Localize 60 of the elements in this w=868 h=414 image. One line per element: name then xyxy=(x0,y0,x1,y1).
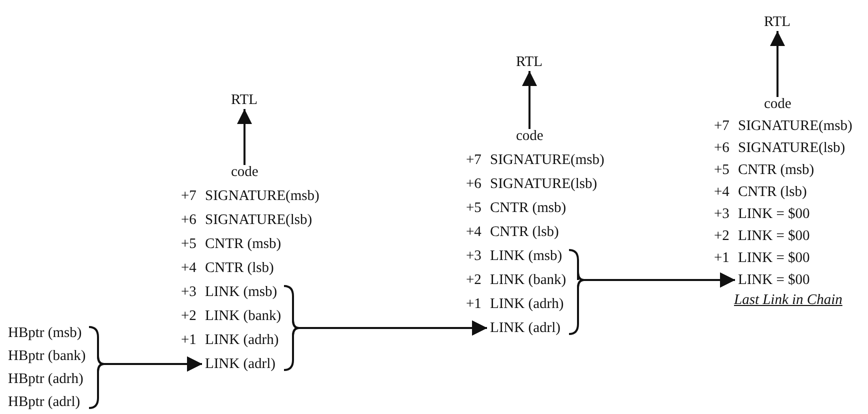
field-name: HBptr (msb) xyxy=(8,325,82,341)
field-name: CNTR (lsb) xyxy=(490,224,559,240)
offset-label: +2 xyxy=(181,307,198,325)
offset-label: +3 xyxy=(181,283,198,301)
offset-label: +5 xyxy=(181,235,198,253)
text-label: HBptr (adrh) xyxy=(8,371,84,387)
field-name: LINK (adrh) xyxy=(205,332,279,348)
text-label: code xyxy=(764,96,792,112)
field-name: LINK = $00 xyxy=(738,250,810,266)
field-name: LINK = $00 xyxy=(738,228,810,244)
text-label: RTL xyxy=(764,14,791,30)
arrow xyxy=(284,320,487,371)
offset-label: +2 xyxy=(714,227,730,245)
field-name: SIGNATURE(lsb) xyxy=(490,176,598,192)
offset-label: +4 xyxy=(714,183,730,201)
text-label: code xyxy=(231,164,258,180)
offset-label: +6 xyxy=(181,211,198,229)
field-name: SIGNATURE(msb) xyxy=(490,152,604,168)
field-name: LINK (adrh) xyxy=(490,296,564,312)
field-name: LINK = $00 xyxy=(738,206,810,222)
text-label: RTL xyxy=(516,54,543,70)
offset-label: +6 xyxy=(466,175,482,193)
offset-label: +4 xyxy=(466,223,482,241)
field-name: SIGNATURE(lsb) xyxy=(205,212,312,228)
text-label: HBptr (bank) xyxy=(8,348,86,364)
offset-label: +5 xyxy=(466,199,482,217)
field-name: LINK (bank) xyxy=(205,308,282,324)
arrow xyxy=(237,109,252,165)
text-label: HBptr (adrl) xyxy=(8,394,80,410)
offset-label: +7 xyxy=(466,151,482,169)
note-text: Last Link in Chain xyxy=(734,291,842,309)
field-name: LINK (adrl) xyxy=(205,356,276,372)
field-name: LINK (msb) xyxy=(205,284,278,300)
field-name: CNTR (msb) xyxy=(738,162,814,178)
field-name: SIGNATURE(msb) xyxy=(738,118,852,134)
offset-label: +7 xyxy=(181,187,198,205)
arrow xyxy=(770,31,785,97)
offset-label: +2 xyxy=(466,271,482,289)
field-name: LINK = $00 xyxy=(738,272,810,288)
offset-label: +3 xyxy=(714,205,730,223)
offset-label: +3 xyxy=(466,247,482,265)
field-name: LINK (msb) xyxy=(490,248,562,264)
field-name: SIGNATURE(lsb) xyxy=(738,140,846,156)
offset-label: +1 xyxy=(466,295,482,313)
offset-label: +7 xyxy=(714,117,730,135)
field-name: LINK (adrl) xyxy=(490,320,560,336)
field-name: SIGNATURE(msb) xyxy=(205,188,320,204)
offset-label: +4 xyxy=(181,259,198,277)
offset-label: +1 xyxy=(181,331,198,349)
field-name: CNTR (msb) xyxy=(205,236,282,252)
text-label: RTL xyxy=(231,92,258,108)
field-name: LINK (bank) xyxy=(490,272,566,288)
offset-label: +1 xyxy=(714,249,730,267)
offset-label: +6 xyxy=(714,139,730,157)
field-name: CNTR (lsb) xyxy=(738,184,807,200)
field-name: CNTR (msb) xyxy=(490,200,566,216)
offset-label: +5 xyxy=(714,161,730,179)
text-label: code xyxy=(516,128,544,144)
field-name: CNTR (lsb) xyxy=(205,260,274,276)
arrow xyxy=(522,71,537,129)
